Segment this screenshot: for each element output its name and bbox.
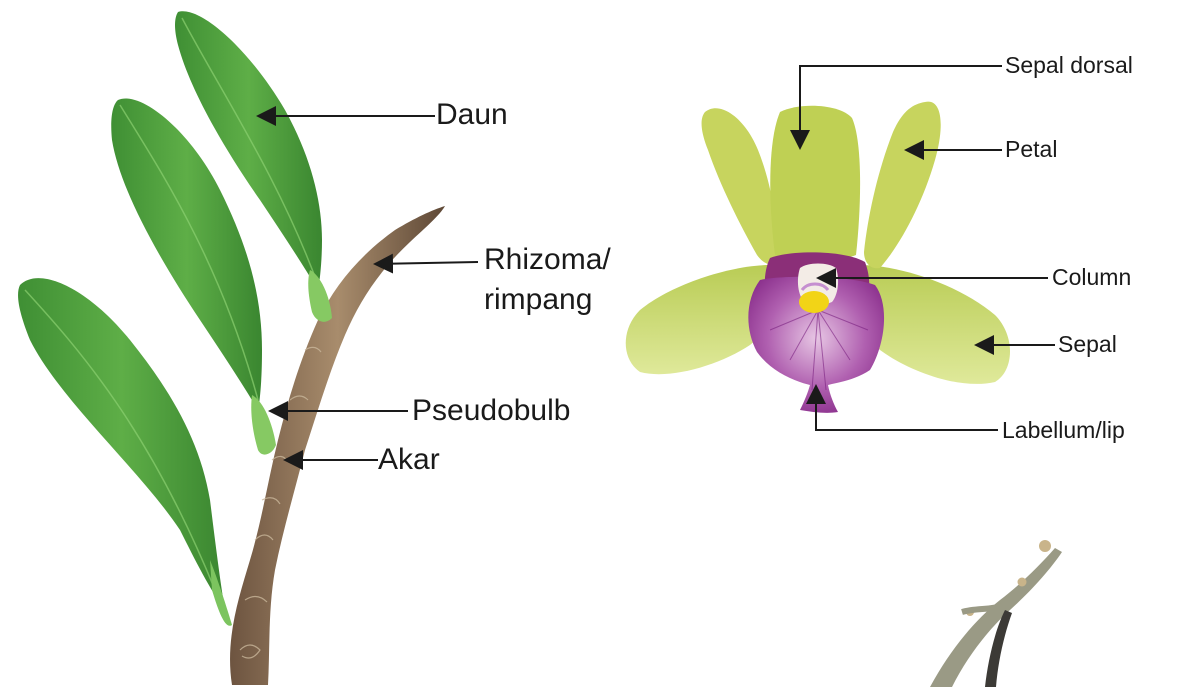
label-sepal: Sepal [1058,332,1117,356]
label-petal: Petal [1005,137,1057,161]
label-rhizoma-line1: Rhizoma/ [484,244,611,276]
anther-cap [799,291,829,313]
label-akar: Akar [378,444,440,476]
twig-illustration [930,540,1062,687]
left-petal [702,108,778,264]
orchid-plant-illustration [18,11,445,685]
labellum-pointer [816,386,998,430]
label-daun: Daun [436,99,508,131]
pseudobulb [251,395,276,455]
label-sepal-dorsal: Sepal dorsal [1005,53,1133,77]
label-rhizoma-line2: rimpang [484,284,592,316]
label-pseudobulb: Pseudobulb [412,395,570,427]
dorsal-sepal [770,106,860,261]
label-labellum: Labellum/lip [1002,418,1125,442]
rhizoma-pointer [375,262,478,264]
right-petal [864,102,941,269]
leaf-1 [18,278,225,610]
label-column: Column [1052,265,1131,289]
orchid-flower-illustration [626,102,1010,413]
